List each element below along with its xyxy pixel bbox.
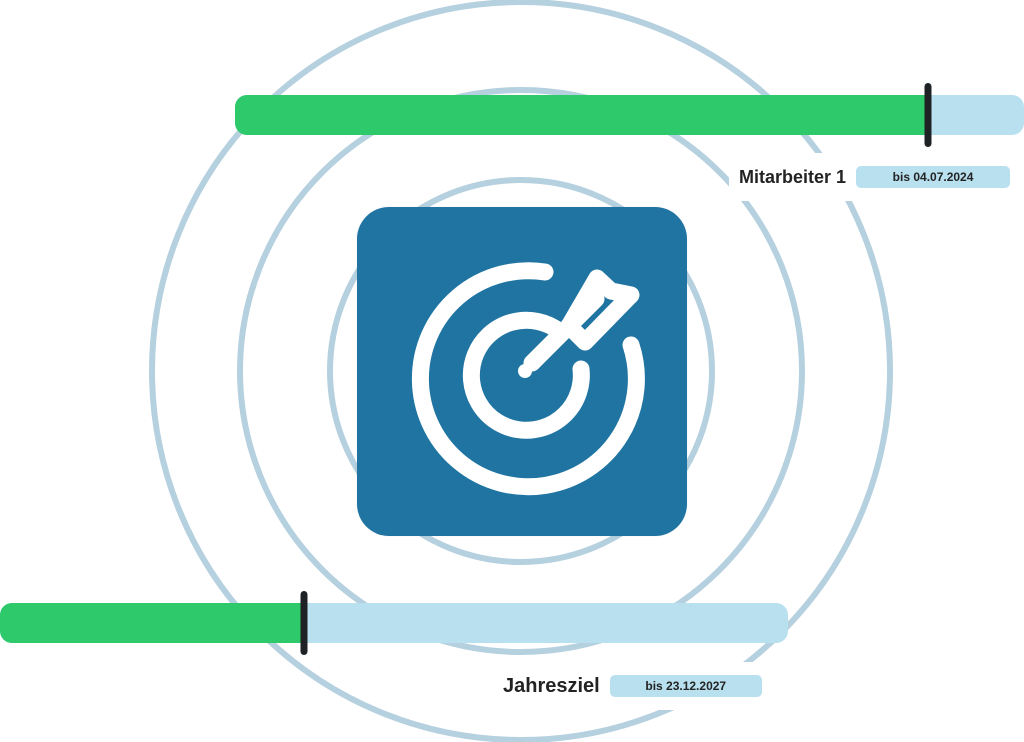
progress-marker [300,591,308,655]
progress-fill [235,95,929,135]
due-date-badge: bis 23.12.2027 [609,675,762,697]
goal-progress-bar-employee [235,83,1024,147]
goal-name: Mitarbeiter 1 [739,166,847,187]
target-icon-tile [357,207,687,536]
goal-label-employee: Mitarbeiter 1 bis 04.07.2024 [729,153,1024,201]
progress-fill [0,603,305,643]
goal-name: Jahresziel [503,674,600,697]
goal-label-annual: Jahresziel bis 23.12.2027 [493,662,813,710]
due-date-badge: bis 04.07.2024 [856,166,1011,188]
progress-marker [924,83,932,147]
target-arrow-icon [411,262,645,496]
goal-progress-bar-annual [0,591,788,655]
